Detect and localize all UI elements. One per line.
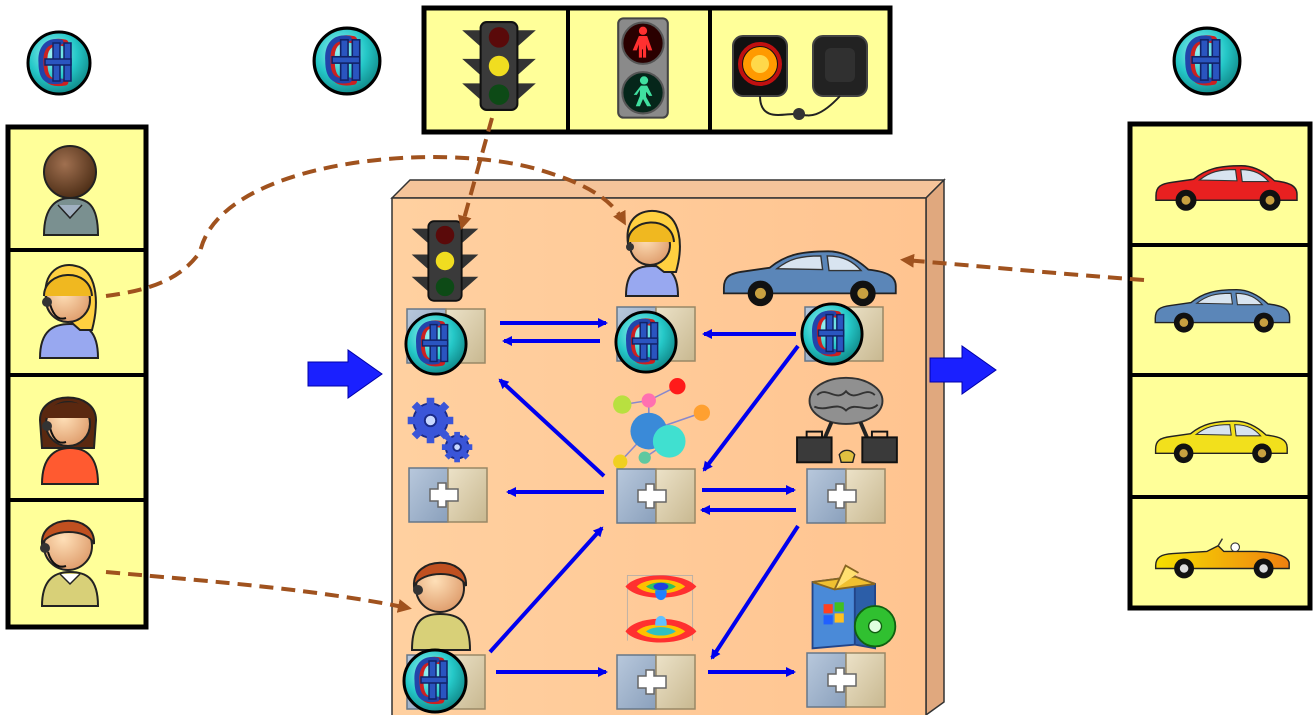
- e-badge-icon: [616, 312, 676, 372]
- flow-arrow: [702, 344, 800, 472]
- puzzle-icon: [806, 468, 886, 524]
- e-badge-icon: [802, 304, 862, 364]
- cars-column: [1127, 121, 1313, 611]
- flow-arrow: [488, 526, 604, 654]
- e-badge-icon: [404, 650, 466, 712]
- puzzle-icon: [616, 654, 696, 710]
- flow-arrow: [710, 524, 800, 660]
- process-box-side: [925, 178, 945, 715]
- dashed-link: [900, 253, 1145, 282]
- dashed-link: [105, 570, 412, 613]
- input-arrow: [307, 349, 383, 399]
- person-icon: [624, 209, 681, 297]
- flow-arrows: [488, 318, 800, 677]
- person-icon: [38, 396, 100, 485]
- e-badge-icon: [406, 314, 466, 374]
- dashed-link: [457, 117, 494, 230]
- flow-arrow: [498, 378, 606, 478]
- puzzle-icon: [616, 468, 696, 524]
- person-icon: [40, 519, 100, 607]
- agents-column: [5, 124, 149, 630]
- puzzle-icon: [408, 467, 488, 523]
- signals-row: [421, 5, 893, 135]
- person-icon: [42, 145, 100, 236]
- pedestrian-signal-icon: [617, 17, 669, 119]
- e-badge-icon: [1174, 28, 1240, 94]
- e-badge-icon: [314, 28, 380, 94]
- cars-panel: [1127, 121, 1313, 611]
- e-badge-icon: [28, 32, 90, 94]
- puzzle-icon: [806, 652, 886, 708]
- dashed-link: [105, 155, 626, 298]
- person-icon: [38, 264, 100, 359]
- person-icon: [410, 561, 472, 651]
- output-arrow: [929, 345, 997, 395]
- dashed-links: [105, 117, 1145, 613]
